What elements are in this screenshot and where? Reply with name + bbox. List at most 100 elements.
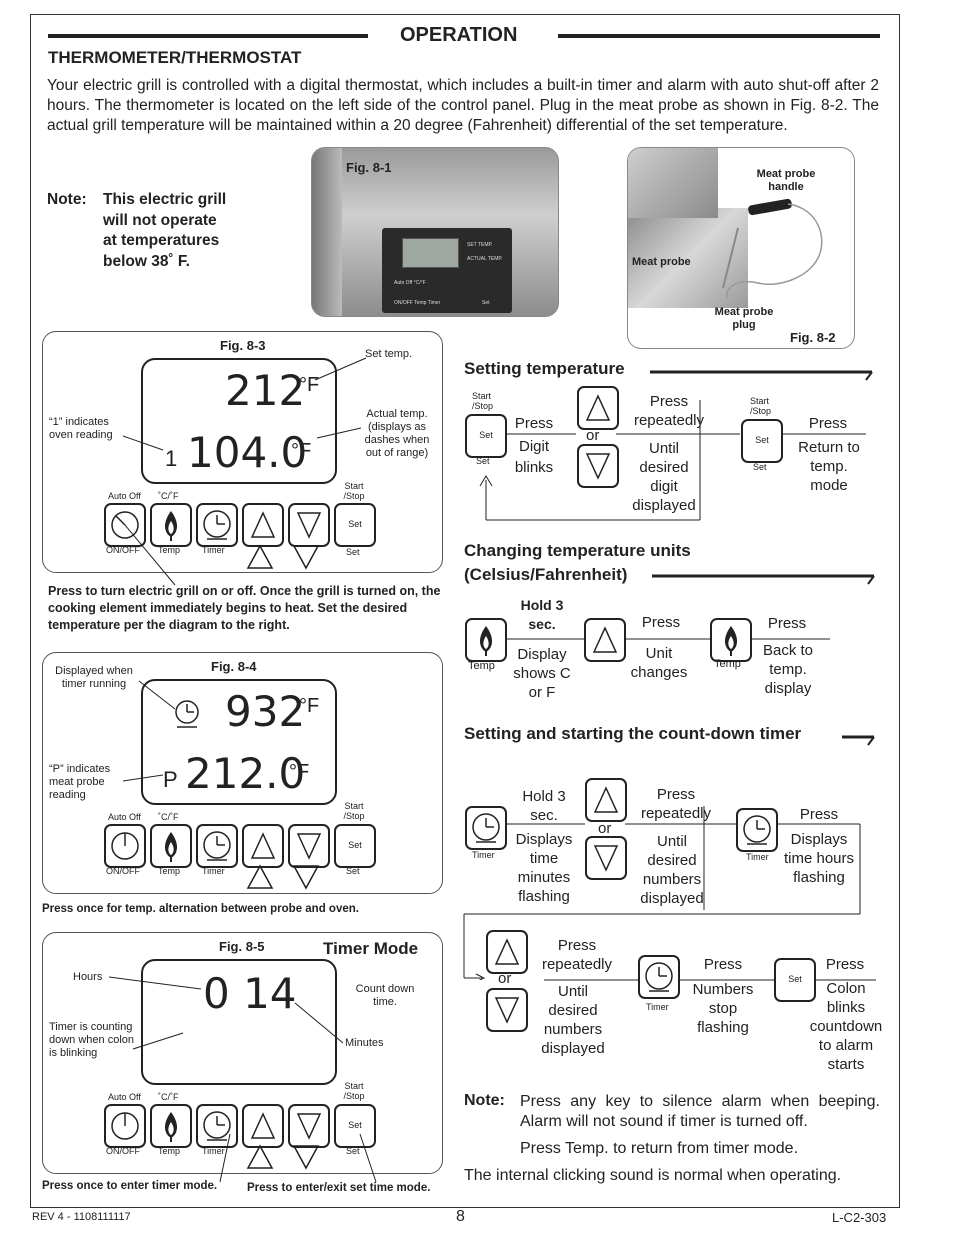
intro-paragraph: Your electric grill is controlled with a… bbox=[47, 77, 879, 134]
probe-bottom-value: 212.0 bbox=[185, 749, 306, 798]
down-arrow-button[interactable] bbox=[288, 503, 330, 547]
fig-8-5-callout-left: Press once to enter timer mode. bbox=[42, 1180, 218, 1192]
timer-button[interactable] bbox=[736, 808, 778, 852]
colon-blinks-label: Colon blinks countdown to alarm starts bbox=[809, 980, 883, 1073]
or-label: or bbox=[598, 820, 612, 837]
header-rule-left bbox=[48, 34, 368, 38]
until-desired-label: Until desired numbers displayed bbox=[541, 983, 605, 1057]
clock-icon bbox=[472, 813, 500, 843]
subsection-title: THERMOMETER/THERMOSTAT bbox=[48, 48, 302, 67]
timer-flow-lines-1 bbox=[463, 806, 861, 980]
set-label: Set bbox=[753, 462, 767, 472]
note-text: This electric grill will not operate at … bbox=[103, 190, 226, 272]
on-off-button[interactable] bbox=[104, 824, 146, 868]
set-button[interactable]: Set bbox=[334, 503, 376, 547]
timer-label: Timer bbox=[202, 545, 225, 555]
press-repeatedly-label: Press repeatedly bbox=[640, 786, 712, 822]
setting-temp-title: Setting temperature bbox=[464, 359, 625, 378]
triangle-up-icon bbox=[250, 1112, 276, 1139]
flame-icon bbox=[164, 1112, 178, 1142]
unit-label: °F bbox=[299, 695, 320, 717]
fig-8-5-caption: Fig. 8-5 bbox=[219, 939, 265, 954]
fig-8-3-caption: Fig. 8-3 bbox=[220, 338, 266, 353]
probe-top-value: 932 bbox=[225, 687, 306, 736]
down-arrow-button[interactable] bbox=[288, 1104, 330, 1148]
down-arrow-button[interactable] bbox=[288, 824, 330, 868]
bottom-note-line1: Press any key to silence alarm when beep… bbox=[520, 1093, 880, 1130]
set-button[interactable]: Set bbox=[465, 414, 507, 458]
fig-8-3-lcd: 212 °F 1 104.0 °F bbox=[141, 358, 337, 484]
set-button[interactable]: Set bbox=[334, 1104, 376, 1148]
up-arrow-button[interactable] bbox=[585, 778, 627, 822]
setting-temp-rule bbox=[650, 370, 873, 381]
fig-8-5-leaders bbox=[108, 976, 344, 1050]
displays-minutes-label: Displays time minutes flashing bbox=[515, 831, 573, 905]
fig-8-5-panel: Fig. 8-5 Timer Mode 0 14 Hours Count dow… bbox=[42, 932, 443, 1174]
timer-running-label: Displayed when timer running bbox=[55, 665, 133, 690]
units-flow-lines bbox=[506, 638, 830, 640]
timer-button[interactable] bbox=[465, 806, 507, 850]
note-line: will not operate bbox=[103, 211, 217, 229]
up-arrow-button[interactable] bbox=[486, 930, 528, 974]
actual-temp-value: 104.0 bbox=[187, 428, 308, 477]
set-key-text: Set bbox=[348, 519, 362, 529]
temp-button[interactable] bbox=[150, 503, 192, 547]
or-label: or bbox=[498, 970, 512, 987]
unit-changes-label: Unit changes bbox=[630, 645, 688, 681]
down-arrow-button[interactable] bbox=[585, 836, 627, 880]
start-stop-label: Start /Stop bbox=[343, 1081, 365, 1101]
triangle-up-icon bbox=[585, 394, 611, 421]
down-arrow-button[interactable] bbox=[577, 444, 619, 488]
fig-8-4-callout: Press once for temp. alternation between… bbox=[42, 903, 359, 915]
note-line: This electric grill bbox=[103, 191, 227, 208]
back-to-temp-label: Back to temp. display bbox=[762, 642, 814, 697]
step-until-digit: Until desired digit displayed bbox=[632, 440, 696, 514]
triangle-up-icon bbox=[250, 511, 276, 538]
triangle-up-icon bbox=[250, 832, 276, 859]
units-title-1: Changing temperature units bbox=[464, 541, 691, 560]
hold-label: Hold 3 sec. bbox=[520, 597, 564, 632]
until-desired-label: Until desired numbers displayed bbox=[640, 833, 704, 907]
triangle-down-icon bbox=[585, 453, 611, 480]
timer-button[interactable] bbox=[638, 955, 680, 999]
set-label: Set bbox=[476, 456, 490, 466]
note-line: below 38˚ F. bbox=[103, 252, 190, 270]
set-button[interactable]: Set bbox=[334, 824, 376, 868]
panel-label: Auto Off °C/°F bbox=[394, 280, 426, 286]
temp-button[interactable] bbox=[150, 1104, 192, 1148]
set-key-text: Set bbox=[755, 435, 769, 445]
page-number: 8 bbox=[456, 1208, 465, 1225]
set-button[interactable]: Set bbox=[774, 958, 816, 1002]
press-label: Press bbox=[703, 956, 743, 973]
panel-label: ACTUAL TEMP. bbox=[467, 256, 503, 262]
set-button[interactable]: Set bbox=[741, 419, 783, 463]
temp-label: Temp bbox=[158, 1146, 181, 1156]
flame-icon bbox=[479, 626, 493, 656]
timer-button[interactable] bbox=[196, 1104, 238, 1148]
up-arrow-button[interactable] bbox=[242, 1104, 284, 1148]
down-arrow-button[interactable] bbox=[486, 988, 528, 1032]
up-arrow-button[interactable] bbox=[577, 386, 619, 430]
minutes-label: Minutes bbox=[345, 1037, 384, 1049]
auto-off-label: Auto Off bbox=[108, 491, 141, 501]
temp-button[interactable] bbox=[465, 618, 507, 662]
on-off-button[interactable] bbox=[104, 1104, 146, 1148]
up-arrow-button[interactable] bbox=[584, 618, 626, 662]
timer-button[interactable] bbox=[196, 503, 238, 547]
arrow-glyphs bbox=[246, 544, 320, 570]
fig-8-2-caption: Fig. 8-2 bbox=[790, 330, 836, 345]
temp-label: Temp bbox=[158, 866, 181, 876]
unit-label: °F bbox=[291, 440, 312, 462]
up-arrow-button[interactable] bbox=[242, 503, 284, 547]
up-arrow-button[interactable] bbox=[242, 824, 284, 868]
hours-label: Hours bbox=[73, 971, 103, 983]
actual-temp-label: Actual temp. (displays as dashes when ou… bbox=[364, 408, 430, 459]
count-down-label: Count down time. bbox=[355, 983, 415, 1008]
flame-icon bbox=[164, 832, 178, 862]
temp-button[interactable] bbox=[710, 618, 752, 662]
timer-button[interactable] bbox=[196, 824, 238, 868]
fig-8-4-lcd: 932 °F P 212.0 °F bbox=[141, 679, 337, 805]
temp-button[interactable] bbox=[150, 824, 192, 868]
fig-8-3-callout-leader bbox=[124, 524, 176, 586]
bottom-note-label: Note: bbox=[464, 1092, 505, 1109]
